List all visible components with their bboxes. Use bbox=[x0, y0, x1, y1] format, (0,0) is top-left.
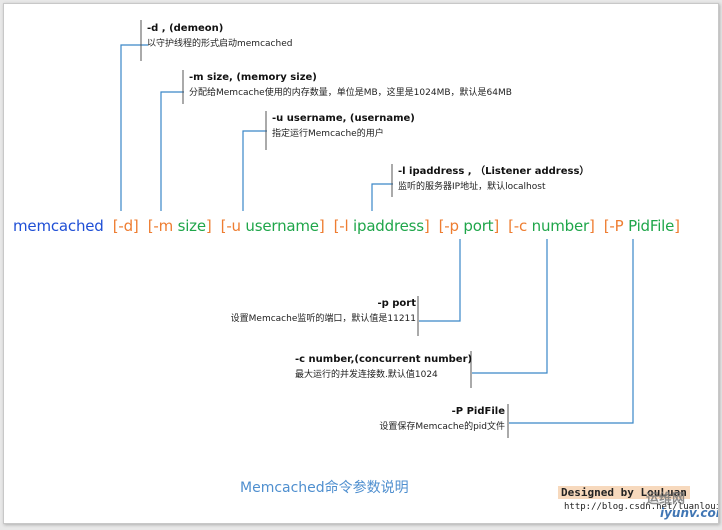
connector-c bbox=[472, 239, 548, 374]
note-pidfile-desc: 设置保存Memcache的pid文件 bbox=[379, 422, 505, 432]
connector-m bbox=[160, 91, 184, 211]
note-p-desc: 设置Memcache监听的端口，默认值是11211 bbox=[230, 314, 416, 324]
note-l-title: -l ipaddress , （Listener address） bbox=[398, 166, 590, 177]
note-m-desc: 分配给Memcache使用的内存数量，单位是MB，这里是1024MB，默认是64… bbox=[189, 88, 512, 98]
note-m: -m size, (memory size) 分配给Memcache使用的内存数… bbox=[189, 71, 512, 100]
command-segment-command: memcached bbox=[13, 217, 104, 235]
command-segment-bracket: ] bbox=[588, 217, 595, 235]
connector-p bbox=[419, 239, 461, 322]
command-segment-bracket: [-d] bbox=[103, 217, 139, 235]
note-m-title: -m size, (memory size) bbox=[189, 72, 317, 83]
connector-u bbox=[242, 130, 267, 211]
note-c-desc: 最大运行的并发连接数.默认值1024 bbox=[295, 370, 438, 380]
command-segment-bracket: [-c bbox=[499, 217, 532, 235]
command-segment-bracket: [-P bbox=[594, 217, 629, 235]
note-d-desc: 以守护线程的形式启动memcached bbox=[147, 39, 293, 49]
connector-l bbox=[371, 183, 393, 211]
command-segment-bracket: [-m bbox=[138, 217, 178, 235]
note-u-desc: 指定运行Memcache的用户 bbox=[272, 129, 384, 139]
connector-pidfile bbox=[509, 239, 634, 424]
command-segment-argument: username bbox=[245, 217, 319, 235]
command-segment-bracket: [-p bbox=[429, 217, 464, 235]
command-segment-bracket: [-l bbox=[324, 217, 354, 235]
note-c: -c number,(concurrent number) 最大运行的并发连接数… bbox=[295, 353, 472, 382]
command-segment-argument: PidFile bbox=[628, 217, 675, 235]
connector-d bbox=[120, 44, 148, 211]
command-line: memcached [-d] [-m size] [-u username] [… bbox=[13, 217, 680, 235]
note-p-title: -p port bbox=[377, 298, 416, 309]
note-l-desc: 监听的服务器IP地址，默认localhost bbox=[398, 182, 546, 192]
command-segment-bracket: ] bbox=[493, 217, 500, 235]
note-c-title: -c number,(concurrent number) bbox=[295, 354, 473, 365]
command-segment-bracket: [-u bbox=[211, 217, 246, 235]
command-segment-bracket: ] bbox=[423, 217, 430, 235]
command-segment-argument: number bbox=[531, 217, 590, 235]
command-segment-bracket: ] bbox=[674, 217, 680, 235]
command-segment-bracket: ] bbox=[205, 217, 212, 235]
command-segment-argument: port bbox=[463, 217, 494, 235]
note-d: -d , (demeon) 以守护线程的形式启动memcached bbox=[147, 22, 292, 51]
diagram-canvas: -d , (demeon) 以守护线程的形式启动memcached -m siz… bbox=[3, 3, 719, 524]
command-segment-argument: ipaddress bbox=[353, 217, 424, 235]
note-u-title: -u username, (username) bbox=[272, 113, 415, 124]
credit-url: http://blog.csdn.net/luanlouis bbox=[564, 502, 719, 512]
note-u: -u username, (username) 指定运行Memcache的用户 bbox=[272, 112, 415, 141]
watermark-site: iyunv.com bbox=[660, 506, 718, 520]
watermark-logo: 运维网 bbox=[646, 492, 686, 507]
diagram-caption: Memcached命令参数说明 bbox=[240, 480, 409, 496]
note-l: -l ipaddress , （Listener address） 监听的服务器… bbox=[398, 165, 589, 194]
note-pidfile: -P PidFile 设置保存Memcache的pid文件 bbox=[379, 405, 505, 434]
connector-lines bbox=[120, 20, 634, 438]
note-p: -p port 设置Memcache监听的端口，默认值是11211 bbox=[231, 297, 416, 326]
note-d-title: -d , (demeon) bbox=[147, 23, 224, 34]
note-pidfile-title: -P PidFile bbox=[451, 406, 505, 417]
designed-by-credit: Designed by LouLuan bbox=[558, 486, 690, 499]
command-segment-argument: size bbox=[177, 217, 206, 235]
command-segment-bracket: ] bbox=[318, 217, 325, 235]
